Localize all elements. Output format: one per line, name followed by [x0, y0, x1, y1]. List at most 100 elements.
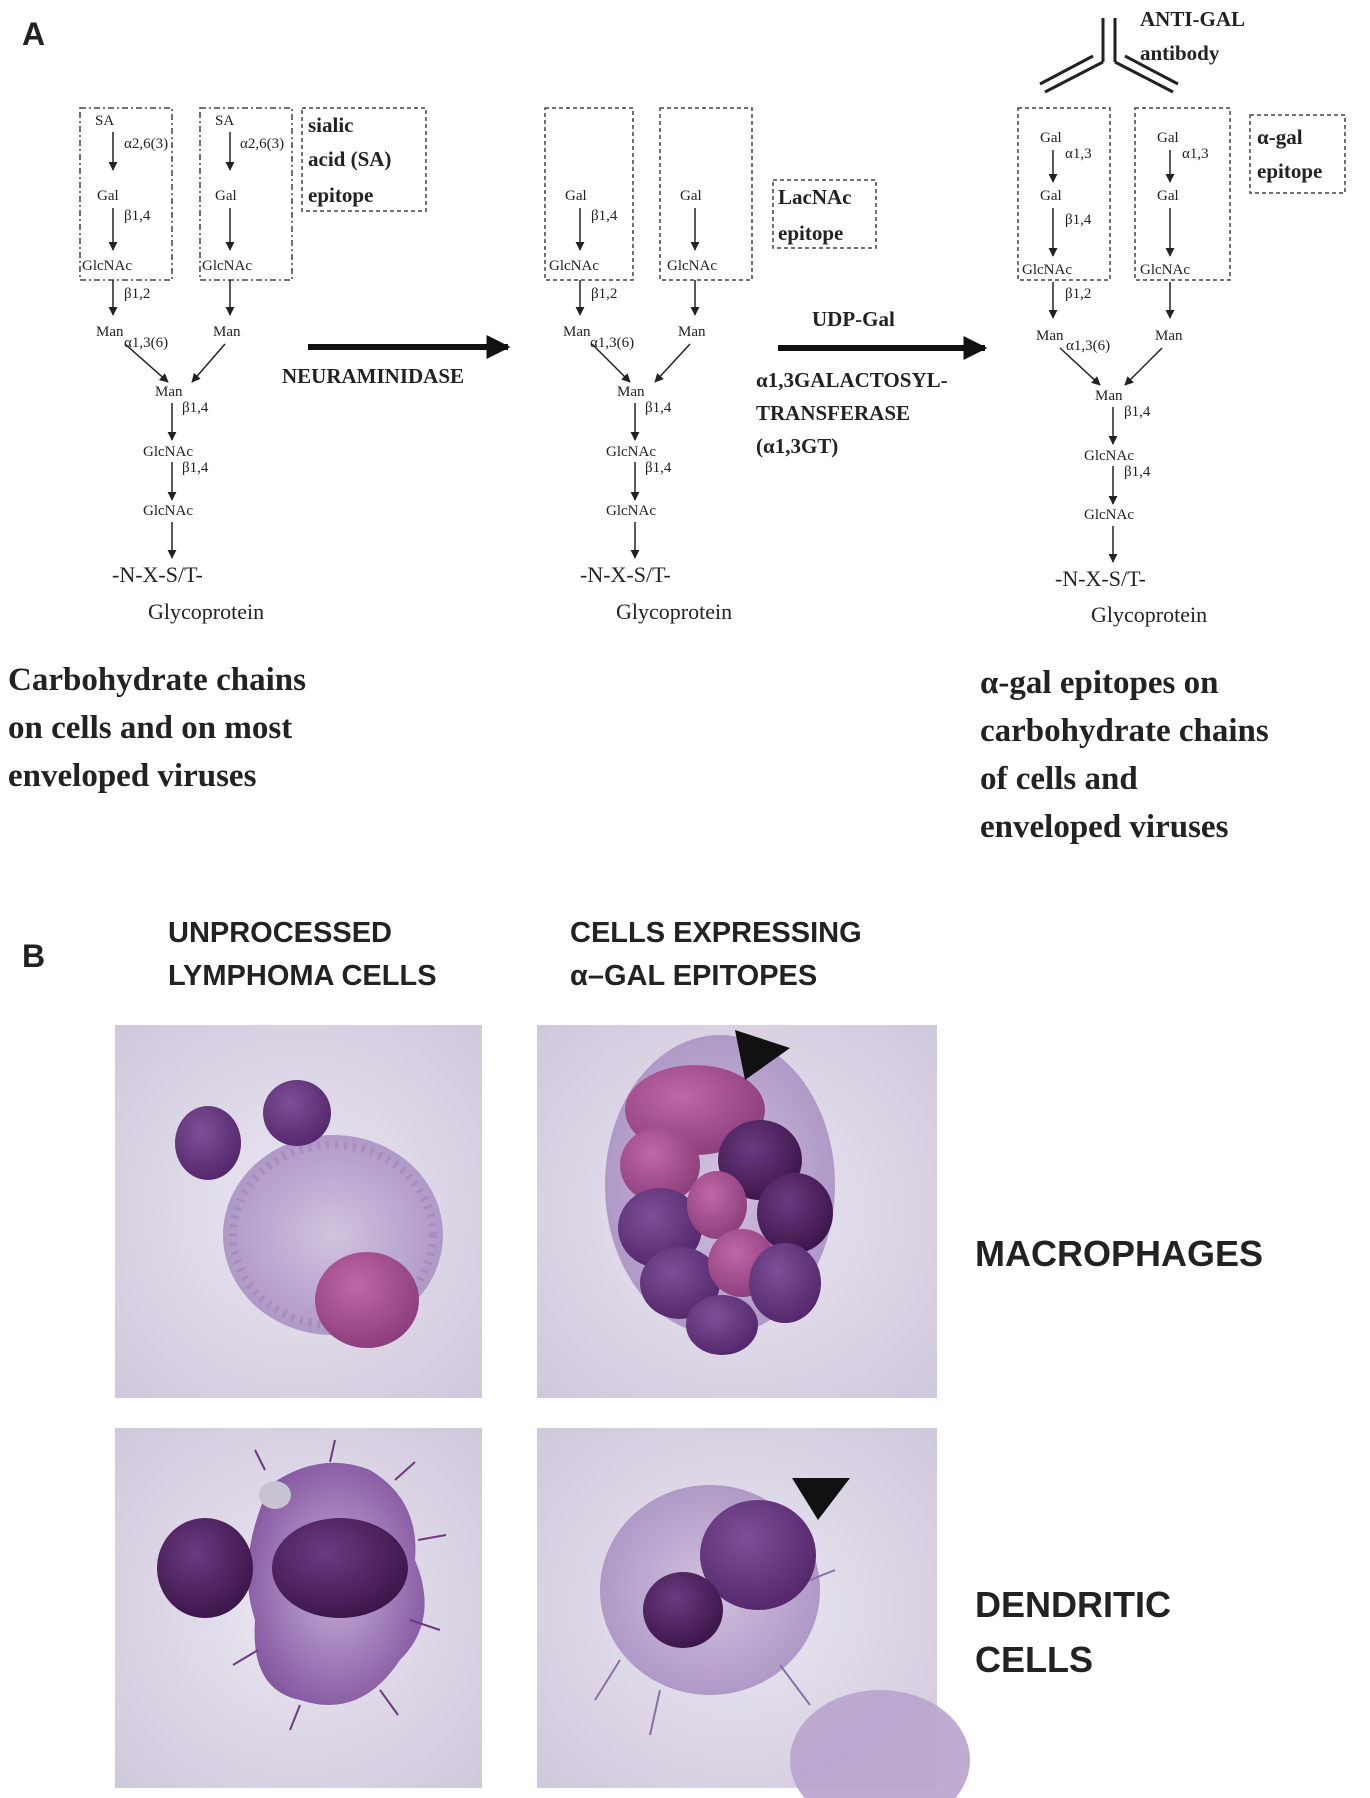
reaction-step-1: NEURAMINIDASE — [282, 335, 511, 388]
caption-right: α-gal epitopes on carbohydrate chains of… — [980, 665, 1269, 845]
arrowhead-marker-icon — [792, 1478, 850, 1520]
epitope-label-box — [772, 179, 877, 249]
sugar-gal-terminal: Gal — [1157, 130, 1179, 146]
caption-line: on cells and on most — [8, 710, 292, 746]
sugar-man: Man — [1155, 328, 1183, 344]
panel-b-label: B — [22, 938, 45, 974]
bond-label: α1,3(6) — [1066, 338, 1110, 354]
epitope-label-box — [301, 107, 427, 212]
caption-line: carbohydrate chains — [980, 713, 1269, 749]
sugar-glcnac: GlcNAc — [202, 258, 252, 274]
enzyme-label: α1,3GALACTOSYL- — [756, 368, 948, 392]
micrograph-dendritic-unprocessed — [115, 1428, 482, 1788]
epitope-box-right — [199, 107, 293, 281]
sugar-man: Man — [678, 324, 706, 340]
column-header: UNPROCESSED — [168, 917, 392, 949]
epitope-box-right — [1134, 107, 1231, 281]
bond-arrow — [1124, 347, 1163, 386]
sugar-man-core: Man — [1095, 388, 1123, 404]
chain-3-alpha-gal: ANTI-GAL antibody Gal α1,3 Gal β1,4 GlcN… — [1017, 7, 1346, 627]
epitope-label: acid (SA) — [308, 147, 391, 171]
caption-line: enveloped viruses — [980, 809, 1229, 845]
epitope-label: sialic — [308, 113, 354, 137]
row-label: MACROPHAGES — [975, 1233, 1263, 1274]
bond-label: β1,4 — [182, 460, 209, 476]
panel-b: B UNPROCESSED LYMPHOMA CELLS CELLS EXPRE… — [22, 917, 1263, 1798]
antibody-label: antibody — [1140, 41, 1220, 65]
bond-label: α2,6(3) — [124, 136, 168, 152]
micrograph-macrophage-alpha-gal — [537, 1025, 937, 1398]
anchor-sequon: -N-X-S/T- — [580, 562, 671, 587]
caption-line: of cells and — [980, 761, 1138, 797]
anchor-sequon: -N-X-S/T- — [112, 562, 203, 587]
caption-line: enveloped viruses — [8, 758, 257, 794]
bond-label: β1,4 — [645, 400, 672, 416]
enzyme-label: (α1,3GT) — [756, 434, 838, 458]
enzyme-label: TRANSFERASE — [756, 401, 910, 425]
sugar-man: Man — [213, 324, 241, 340]
sugar-gal: Gal — [215, 188, 237, 204]
arrowhead-marker-icon — [735, 1030, 790, 1080]
sugar-glcnac-core: GlcNAc — [1084, 448, 1134, 464]
bond-label: β1,2 — [591, 286, 617, 302]
caption-line: Carbohydrate chains — [8, 662, 306, 698]
bond-label: β1,4 — [182, 400, 209, 416]
panel-a: A SA α2,6(3) Gal β1,4 GlcNAc β1,2 Man α1… — [8, 7, 1346, 845]
bond-label: α1,3 — [1182, 146, 1209, 162]
bond-label: β1,2 — [1065, 286, 1091, 302]
bond-label: β1,4 — [1124, 464, 1151, 480]
bond-arrow — [191, 343, 226, 383]
bond-label: α1,3(6) — [590, 335, 634, 351]
bond-arrow — [1059, 347, 1101, 386]
anchor-protein: Glycoprotein — [148, 599, 264, 624]
caption-left: Carbohydrate chains on cells and on most… — [8, 662, 306, 794]
epitope-label: epitope — [1257, 159, 1322, 183]
epitope-box-left — [79, 107, 173, 281]
sugar-sa: SA — [215, 113, 234, 129]
bond-arrow — [591, 343, 631, 383]
column-header: α–GAL EPITOPES — [570, 960, 817, 992]
sugar-glcnac: GlcNAc — [1022, 262, 1072, 278]
epitope-label: epitope — [308, 183, 373, 207]
epitope-box-left — [544, 107, 634, 281]
panel-a-label: A — [22, 16, 45, 52]
sugar-glcnac-core: GlcNAc — [1084, 507, 1134, 523]
sugar-gal: Gal — [565, 188, 587, 204]
epitope-box-left — [1017, 107, 1111, 281]
bond-label: α2,6(3) — [240, 136, 284, 152]
bond-label: β1,4 — [645, 460, 672, 476]
sugar-glcnac-core: GlcNAc — [606, 503, 656, 519]
sugar-glcnac-core: GlcNAc — [143, 503, 193, 519]
anchor-protein: Glycoprotein — [616, 599, 732, 624]
bond-label: α1,3 — [1065, 146, 1092, 162]
caption-line: α-gal epitopes on — [980, 665, 1218, 701]
epitope-label: α-gal — [1257, 125, 1303, 149]
bond-label: β1,4 — [1124, 404, 1151, 420]
sugar-man: Man — [1036, 328, 1064, 344]
bond-label: β1,4 — [1065, 212, 1092, 228]
micrograph-dendritic-alpha-gal — [537, 1428, 970, 1798]
bond-label: β1,4 — [124, 208, 151, 224]
anti-gal-antibody-icon — [1039, 18, 1179, 94]
sugar-glcnac: GlcNAc — [1140, 262, 1190, 278]
sugar-man: Man — [563, 324, 591, 340]
bond-arrow — [124, 343, 169, 383]
antibody-label: ANTI-GAL — [1140, 7, 1245, 31]
sugar-sa: SA — [95, 113, 114, 129]
sugar-man-core: Man — [155, 384, 183, 400]
sugar-glcnac-core: GlcNAc — [606, 444, 656, 460]
bond-label: α1,3(6) — [124, 335, 168, 351]
row-label: DENDRITIC — [975, 1584, 1171, 1625]
column-header: CELLS EXPRESSING — [570, 917, 862, 949]
epitope-box-right — [659, 107, 753, 281]
micrograph-macrophage-unprocessed — [115, 1025, 482, 1398]
sugar-gal: Gal — [1157, 188, 1179, 204]
bond-label: β1,2 — [124, 286, 150, 302]
sugar-man-core: Man — [617, 384, 645, 400]
sugar-gal-terminal: Gal — [1040, 130, 1062, 146]
sugar-glcnac: GlcNAc — [667, 258, 717, 274]
sugar-glcnac: GlcNAc — [82, 258, 132, 274]
chain-2-lacnac: Gal β1,4 GlcNAc β1,2 Man α1,3(6) Gal Glc… — [544, 107, 877, 624]
sugar-gal: Gal — [1040, 188, 1062, 204]
